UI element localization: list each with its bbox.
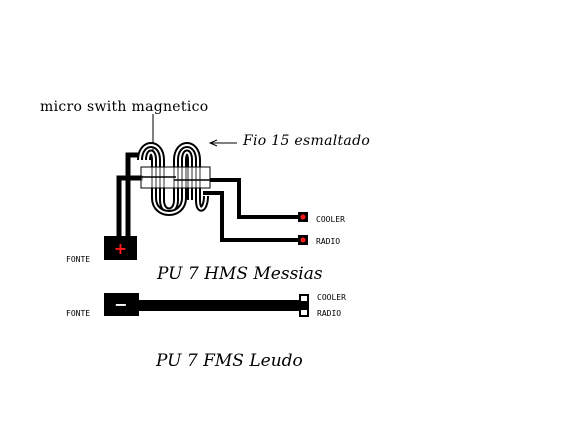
top-terminal-radio (298, 235, 308, 245)
coil (137, 142, 209, 216)
bottom-power-source: − (104, 293, 139, 316)
bottom-thick-wire (139, 300, 301, 311)
bottom-title: PU 7 FMS Leudo (155, 351, 303, 371)
bottom-terminal-block (299, 294, 309, 317)
bottom-source-label: FONTE (66, 309, 90, 318)
coil-label: Fio 15 esmaltado (242, 133, 370, 149)
top-radio-label: RADIO (316, 237, 340, 246)
bottom-cooler-label: COOLER (317, 293, 346, 302)
top-wires (116, 152, 300, 242)
top-cooler-label: COOLER (316, 215, 345, 224)
coil-arrowhead (208, 139, 218, 147)
top-title: PU 7 HMS Messias (156, 264, 323, 284)
top-source-label: FONTE (66, 255, 90, 264)
reed-switch (140, 166, 211, 189)
top-power-source: + (104, 236, 137, 260)
plus-symbol: + (114, 239, 127, 258)
top-terminal-cooler (298, 212, 308, 222)
minus-symbol: − (114, 295, 127, 314)
reed-switch-label: micro swith magnetico (40, 99, 208, 115)
bottom-radio-label: RADIO (317, 309, 341, 318)
